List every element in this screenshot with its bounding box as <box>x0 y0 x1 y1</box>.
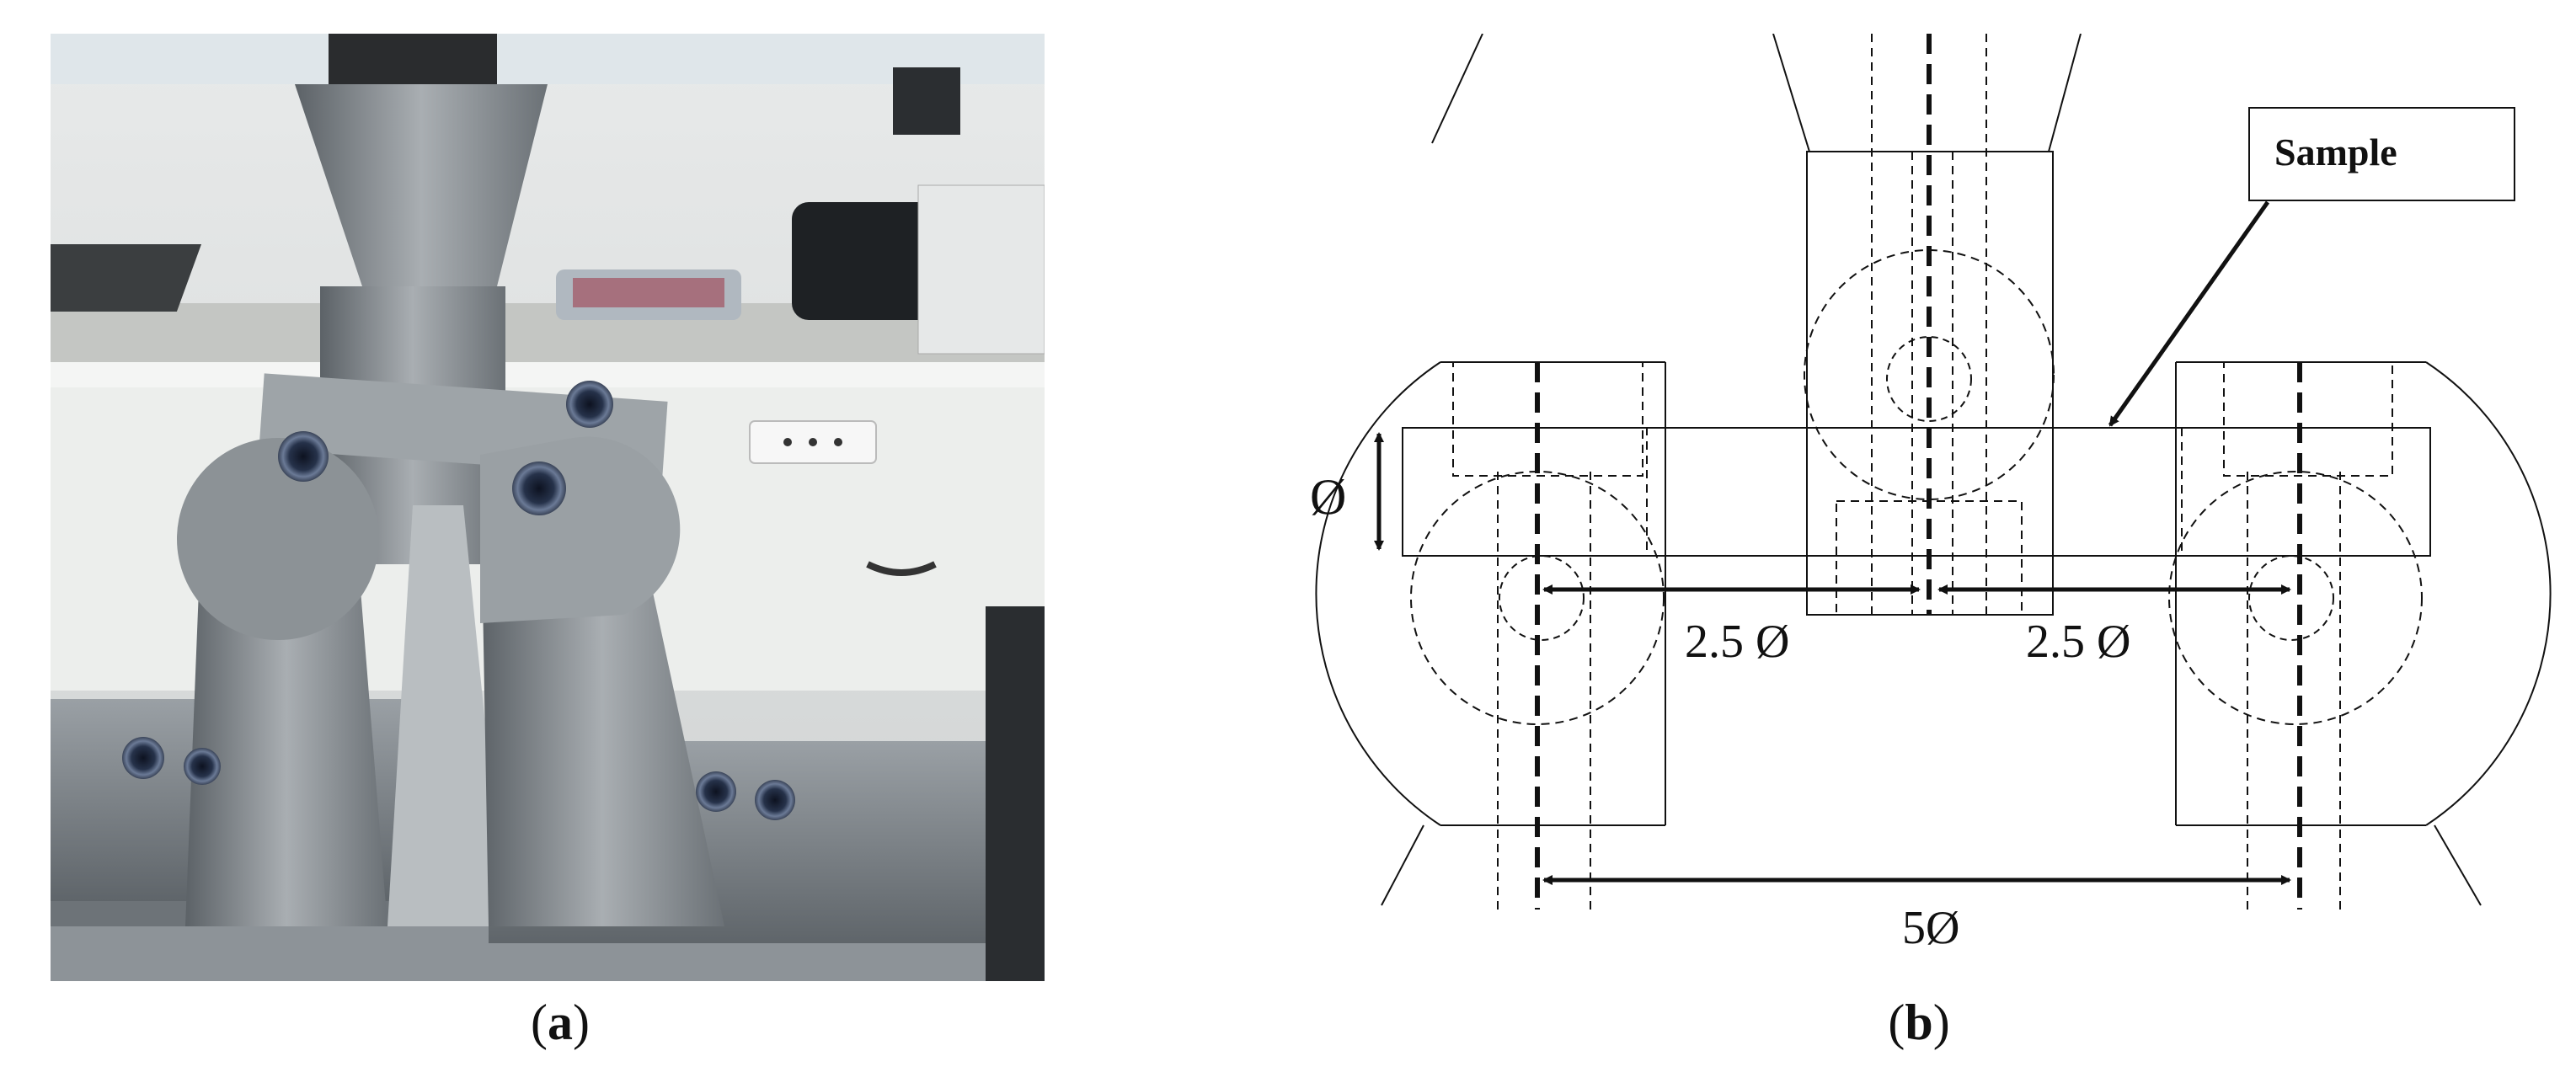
cabinet-handle <box>866 561 937 576</box>
diameter-label: Ø <box>1310 469 1346 525</box>
fixture-schematic: Sample Ø 2.5 Ø 2.5 Ø 5Ø <box>1170 33 2576 981</box>
load-cell <box>329 34 497 84</box>
head-edge-left <box>1772 33 1810 152</box>
right-roller-outline <box>2168 471 2423 725</box>
support-span-label: 5Ø <box>1902 902 1959 954</box>
loading-head <box>295 84 548 286</box>
fixture-photo <box>24 34 1045 981</box>
head-pin-outline <box>1886 336 1972 422</box>
head-edge-right <box>2048 33 2082 152</box>
schematic-drawing: Sample Ø 2.5 Ø 2.5 Ø 5Ø <box>1170 33 2552 954</box>
loading-head-schematic <box>1170 33 1483 144</box>
caption-a: (a) <box>531 995 590 1050</box>
phone <box>893 67 960 135</box>
sample-label-box <box>2248 107 2515 201</box>
left-span-label: 2.5 Ø <box>1685 616 1789 668</box>
fixture-photo-illustration <box>24 34 1045 981</box>
sample-bar-outline <box>1402 427 2431 557</box>
lab-device <box>917 184 1045 355</box>
sample-pointer-arrow <box>2108 200 2270 427</box>
right-span-label: 2.5 Ø <box>2026 616 2130 668</box>
left-support-roller <box>177 438 379 640</box>
right-support-arc <box>2425 361 2552 826</box>
caption-b: (b) <box>1888 995 1950 1050</box>
sample-label: Sample <box>2274 131 2397 173</box>
left-roller-outline <box>1410 471 1665 725</box>
window-strip <box>51 34 1045 84</box>
dark-tray <box>24 244 202 312</box>
center-blade <box>387 505 505 926</box>
lab-instrument <box>792 202 943 320</box>
right-support-roller <box>480 436 681 623</box>
left-support-arc <box>1315 361 1441 826</box>
